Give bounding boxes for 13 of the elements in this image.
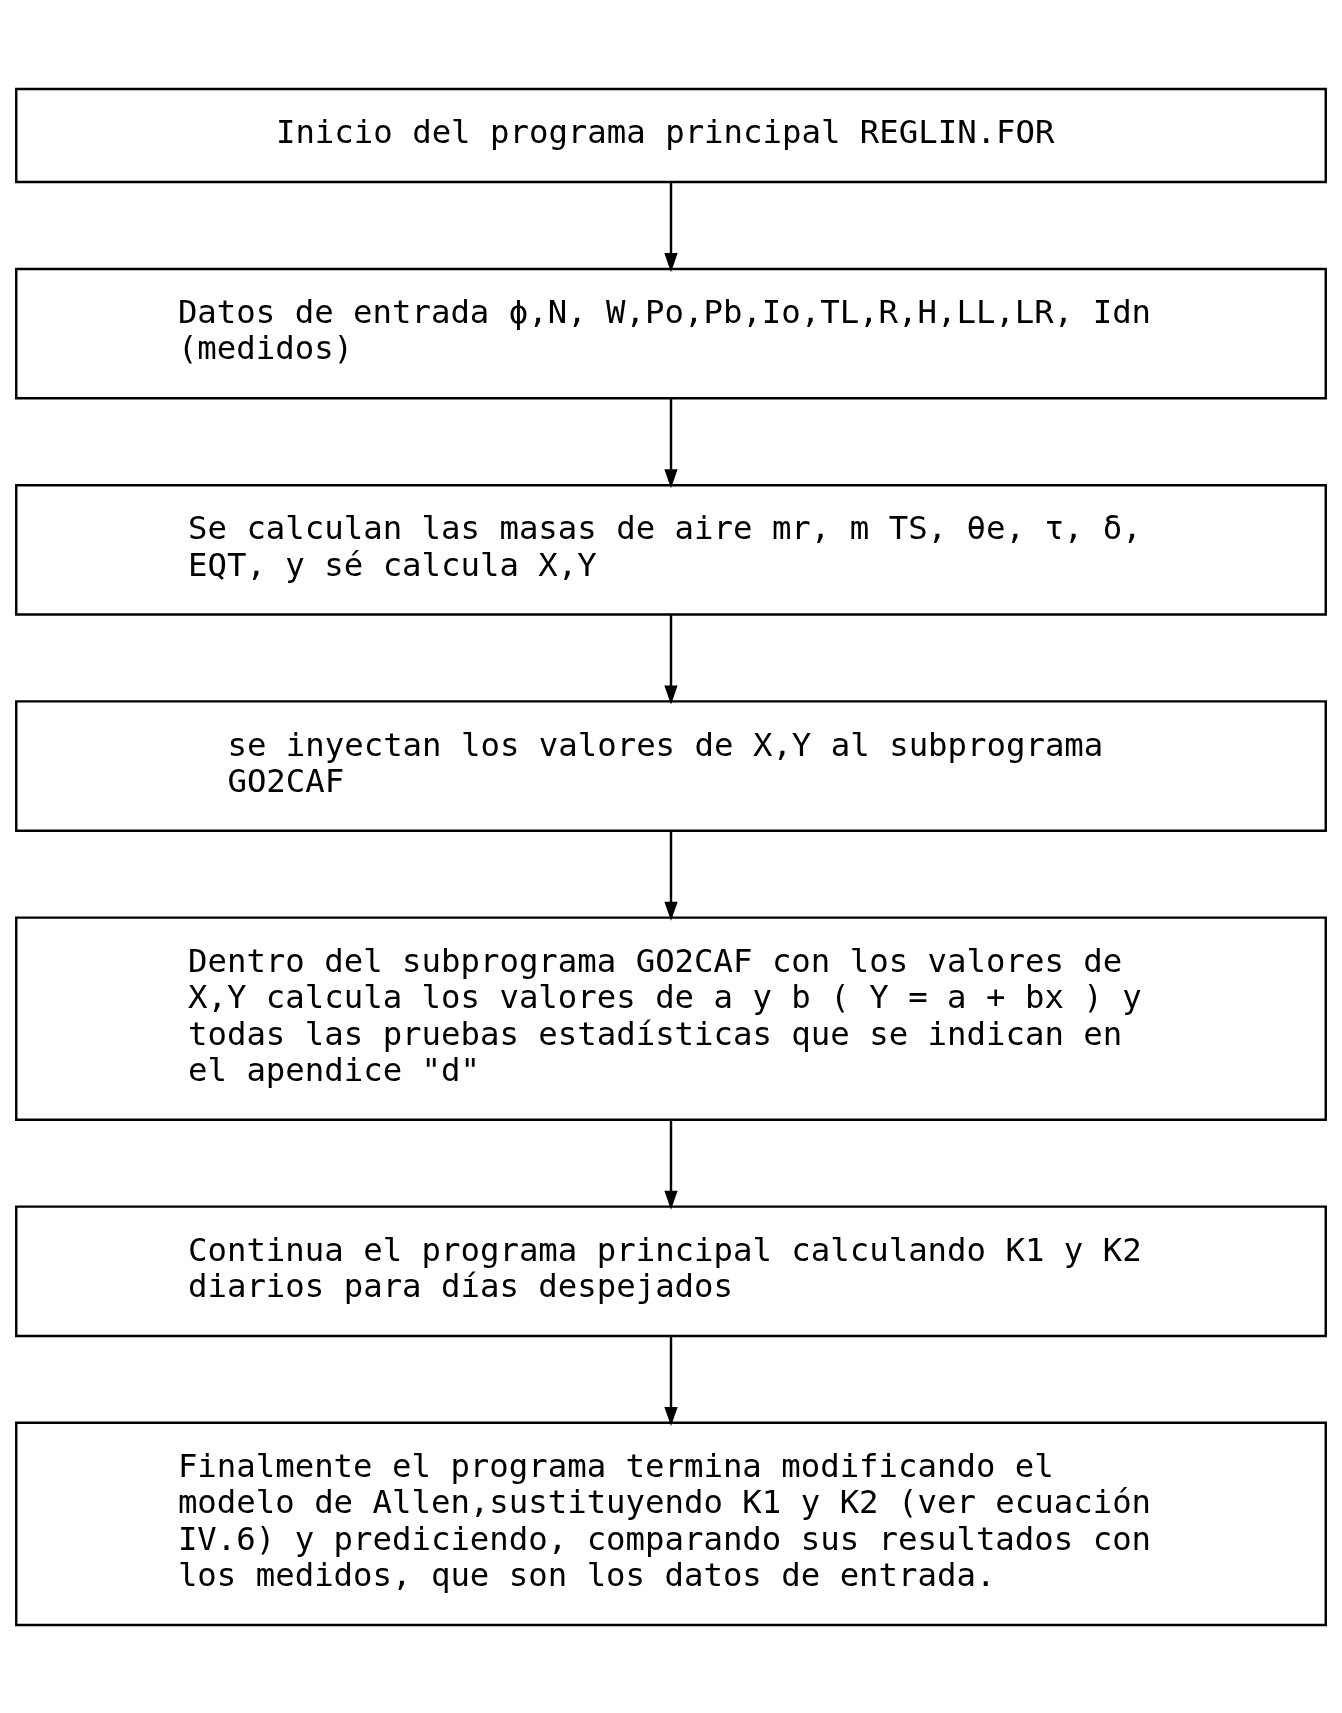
arrow [664, 1335, 678, 1426]
node-box: Dentro del subprograma GO2CAF con los valores de X,Y calcula los valores de a y b ( Y = a + bx ) y todas las pruebas estadísticas que se indican en el apendice "d" [15, 915, 1327, 1121]
node-box: Finalmente el programa termina modificando el modelo de Allen,sustituyendo K1 y K2 (ver ecuación IV.6) y prediciendo, comparando sus resultados con los medidos, que son los datos de entrada. [15, 1421, 1327, 1626]
arrow [664, 182, 678, 272]
arrow [664, 614, 678, 704]
node-box: Se calculan las masas de aire mr, m TS, θe, τ, δ, EQT, y sé calcula X,Y [15, 483, 1327, 616]
node-box: se inyectan los valores de X,Y al subprograma GO2CAF [15, 699, 1327, 832]
arrow [664, 398, 678, 488]
node-box: Continua el programa principal calculando K1 y K2 diarios para días despejados [15, 1204, 1327, 1337]
node-box: Inicio del programa principal REGLIN.FOR [15, 87, 1327, 183]
arrow [664, 1119, 678, 1210]
arrow [664, 830, 678, 921]
node-box: Datos de entrada ϕ,N, W,Po,Pb,Io,TL,R,H,LL,LR, Idn (medidos) [15, 267, 1327, 399]
